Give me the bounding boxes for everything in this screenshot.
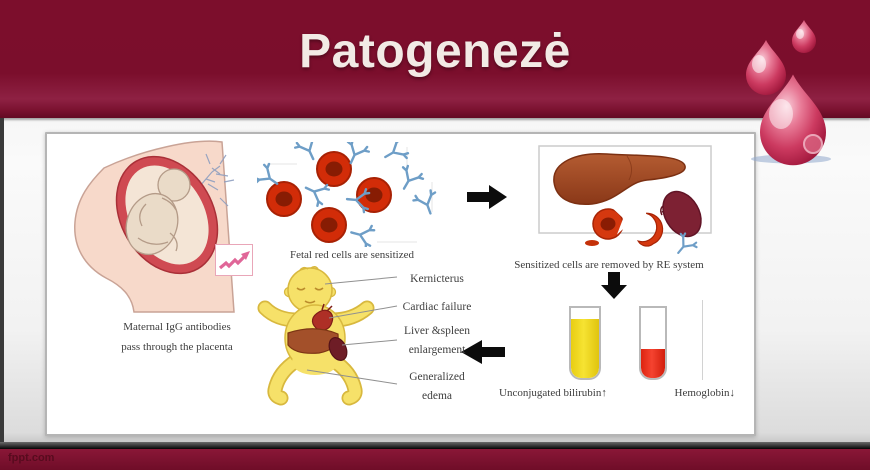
arrow-left-icon	[461, 340, 505, 364]
hemoglobin-caption: Hemoglobin↓	[674, 387, 736, 399]
label-liver-spleen-line2: enlargement	[408, 344, 466, 356]
blood-drops-icon	[746, 20, 831, 166]
left-edge-strip	[0, 118, 4, 448]
arrow-down-icon	[601, 272, 627, 299]
re-system-illustration	[538, 145, 712, 260]
label-edema-line1: Generalized	[409, 371, 465, 383]
slide-footer	[0, 449, 870, 470]
hemoglobin-test-tube	[639, 306, 667, 380]
placenta-transfer-icon	[215, 244, 253, 276]
slide-header	[0, 0, 870, 118]
label-kernicterus: Kernicterus	[410, 273, 464, 285]
footer-divider	[0, 442, 870, 449]
fppt-watermark: fppt.com	[8, 452, 55, 464]
pregnant-woman-illustration	[74, 140, 235, 313]
jaundiced-baby-illustration	[257, 265, 398, 406]
hemoglobin-liquid	[641, 348, 665, 378]
divider-line	[702, 300, 703, 380]
arrow-right-icon	[467, 185, 507, 209]
maternal-caption: Maternal IgG antibodies pass through the…	[82, 317, 272, 357]
fetal-cells-caption: Fetal red cells are sensitized	[289, 249, 414, 261]
re-system-caption: Sensitized cells are removed by RE syste…	[514, 259, 704, 271]
label-edema-line2: edema	[421, 390, 452, 402]
bilirubin-test-tube	[569, 306, 601, 380]
maternal-caption-line2: pass through the placenta	[121, 341, 233, 353]
bilirubin-caption: Unconjugated bilirubin↑	[499, 387, 607, 399]
lab-values-caption: Unconjugated bilirubin↑ Hemoglobin↓	[499, 387, 735, 399]
label-liver-spleen-line1: Liver &spleen	[403, 325, 471, 337]
maternal-caption-line1: Maternal IgG antibodies	[123, 321, 231, 333]
diagram-canvas: Maternal IgG antibodies pass through the…	[45, 132, 756, 436]
page-title: Patogenezė	[299, 25, 571, 78]
label-cardiac-failure: Cardiac failure	[402, 301, 472, 313]
sensitized-red-cells-illustration	[257, 142, 443, 247]
bilirubin-liquid	[571, 319, 599, 378]
